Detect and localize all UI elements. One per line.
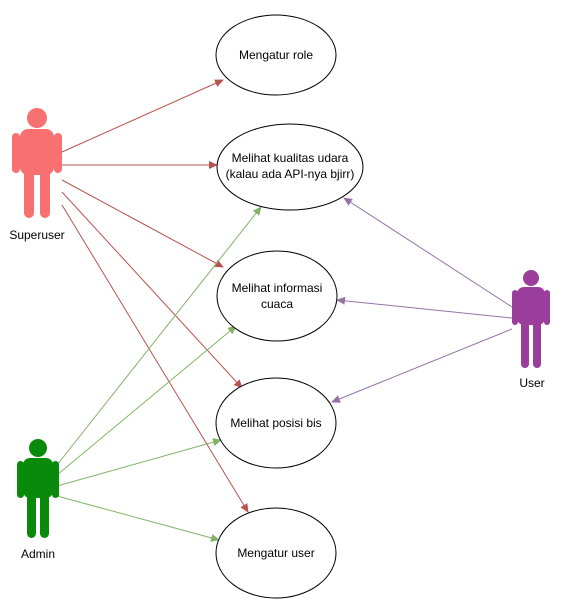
usecase-melihat-kualitas-udara-label-1: Melihat kualitas udara	[232, 151, 349, 165]
usecase-melihat-informasi-cuaca[interactable]: Melihat informasi cuaca	[216, 250, 338, 342]
link-admin-kualitas	[56, 206, 262, 466]
link-superuser-role	[61, 79, 224, 153]
admin-associations	[56, 206, 262, 542]
link-superuser-user	[61, 204, 249, 513]
usecase-mengatur-role[interactable]: Mengatur role	[215, 14, 337, 96]
actor-admin-label: Admin	[21, 547, 55, 561]
link-user-cuaca	[336, 296, 513, 319]
link-admin-bis	[56, 438, 222, 487]
link-user-kualitas	[343, 197, 513, 308]
actor-superuser-label: Superuser	[9, 228, 64, 242]
actor-user-label: User	[519, 376, 544, 390]
actor-admin[interactable]: Admin	[17, 439, 59, 561]
link-superuser-bis	[61, 191, 243, 389]
link-superuser-cuaca	[61, 179, 224, 268]
link-user-bis	[331, 328, 513, 403]
usecase-mengatur-user[interactable]: Mengatur user	[215, 507, 337, 599]
link-admin-cuaca	[56, 325, 237, 476]
usecase-melihat-posisi-bis[interactable]: Melihat posisi bis	[215, 377, 337, 469]
usecase-mengatur-role-label: Mengatur role	[239, 48, 313, 62]
usecase-melihat-posisi-bis-label: Melihat posisi bis	[230, 416, 321, 430]
usecase-melihat-kualitas-udara[interactable]: Melihat kualitas udara (kalau ada API-ny…	[216, 123, 364, 211]
link-admin-user	[56, 495, 220, 542]
actor-superuser[interactable]: Superuser	[9, 108, 65, 242]
superuser-associations	[61, 79, 249, 513]
person-icon	[17, 439, 59, 538]
usecase-melihat-informasi-cuaca-label-2: cuaca	[261, 297, 293, 311]
usecase-mengatur-user-label: Mengatur user	[237, 546, 314, 560]
actor-user[interactable]: User	[512, 270, 550, 390]
person-icon	[512, 270, 550, 368]
person-icon	[12, 108, 62, 218]
usecase-melihat-informasi-cuaca-label-1: Melihat informasi	[232, 281, 323, 295]
usecase-melihat-kualitas-udara-label-2: (kalau ada API-nya bjirr)	[226, 167, 355, 181]
user-associations	[331, 197, 513, 403]
